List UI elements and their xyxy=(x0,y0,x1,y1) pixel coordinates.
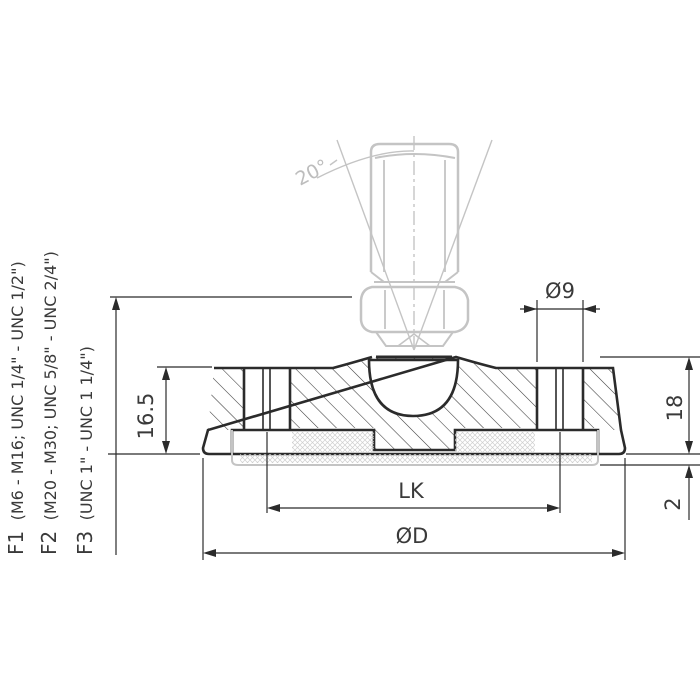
variant-f1-code: F1 xyxy=(4,531,28,555)
ghost-nut xyxy=(359,285,470,347)
bolt-hole-right xyxy=(537,368,583,430)
variant-f1-threads: (M6 - M16; UNC 1/4" - UNC 1/2") xyxy=(8,261,27,520)
bolt-hole-left xyxy=(244,368,290,430)
dimension-arrows xyxy=(112,297,693,557)
base-height-label: 18 xyxy=(663,395,687,422)
variant-f3-code: F3 xyxy=(73,531,97,555)
outer-diameter-label: ØD xyxy=(396,524,429,548)
variant-f1: F1 (M6 - M16; UNC 1/4" - UNC 1/2") xyxy=(4,261,28,555)
variant-f3-threads: (UNC 1" - UNC 1 1/4") xyxy=(77,346,96,520)
variant-f2: F2 (M20 - M30; UNC 5/8" - UNC 2/4") xyxy=(37,251,61,555)
variant-f3: F3 (UNC 1" - UNC 1 1/4") xyxy=(73,346,97,555)
rubber-pad xyxy=(231,430,599,466)
angle-indicator xyxy=(316,139,493,351)
angle-label: 20° xyxy=(292,155,332,190)
overall-height-label: 16.5 xyxy=(134,393,158,440)
pad-thickness-label: 2 xyxy=(661,497,685,510)
base-outline xyxy=(201,355,627,456)
bolt-circle-label: LK xyxy=(398,479,425,503)
hole-diameter-label: Ø9 xyxy=(545,279,575,303)
variant-f2-threads: (M20 - M30; UNC 5/8" - UNC 2/4") xyxy=(41,251,60,520)
variant-list: F1 (M6 - M16; UNC 1/4" - UNC 1/2") F2 (M… xyxy=(4,251,97,555)
ball-socket xyxy=(367,358,460,418)
variant-f2-code: F2 xyxy=(37,531,61,555)
